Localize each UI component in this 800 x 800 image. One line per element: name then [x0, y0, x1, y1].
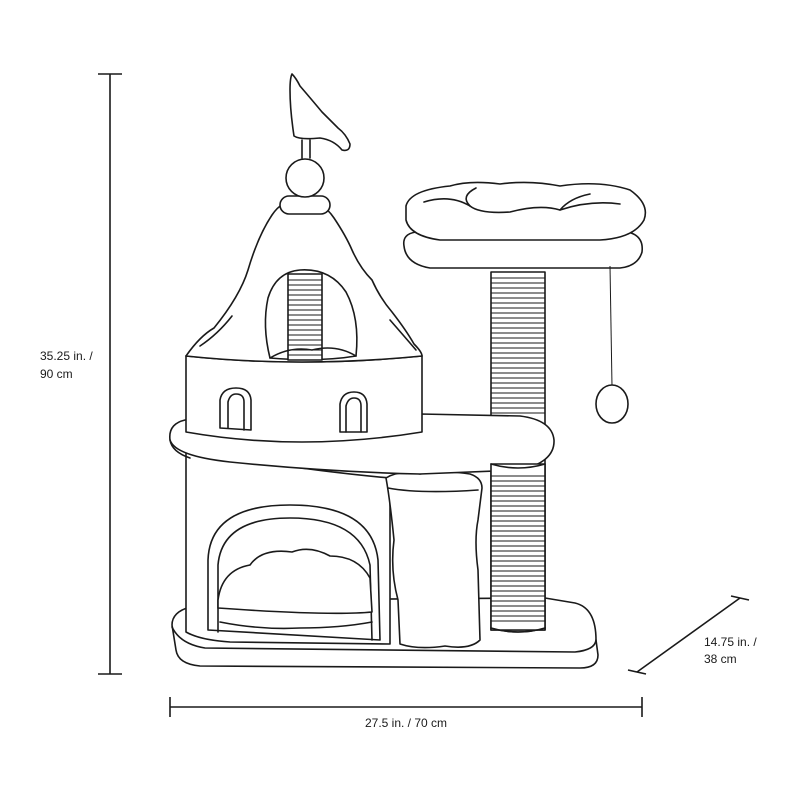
- sisal-post-right-lower: [490, 463, 546, 633]
- width-dimension: 27.5 in. / 70 cm: [169, 697, 643, 730]
- castle-drum: [185, 355, 423, 443]
- height-label-line2: 90 cm: [40, 367, 73, 381]
- tower-top: [279, 73, 351, 215]
- castle-tower: [185, 197, 423, 363]
- tower-ball: [285, 158, 325, 198]
- top-bed: [402, 181, 647, 269]
- depth-label-line1: 14.75 in. /: [704, 635, 757, 649]
- height-dimension: 35.25 in. / 90 cm: [40, 73, 122, 675]
- plush-column: [385, 471, 483, 649]
- width-label: 27.5 in. / 70 cm: [365, 716, 447, 730]
- hanging-toy: [595, 265, 629, 424]
- height-label-line1: 35.25 in. /: [40, 349, 93, 363]
- depth-dimension: 14.75 in. / 38 cm: [627, 595, 757, 675]
- depth-label-line2: 38 cm: [704, 652, 737, 666]
- flag-icon: [289, 73, 351, 152]
- lower-condo: [185, 449, 391, 645]
- toy-ball: [595, 384, 629, 424]
